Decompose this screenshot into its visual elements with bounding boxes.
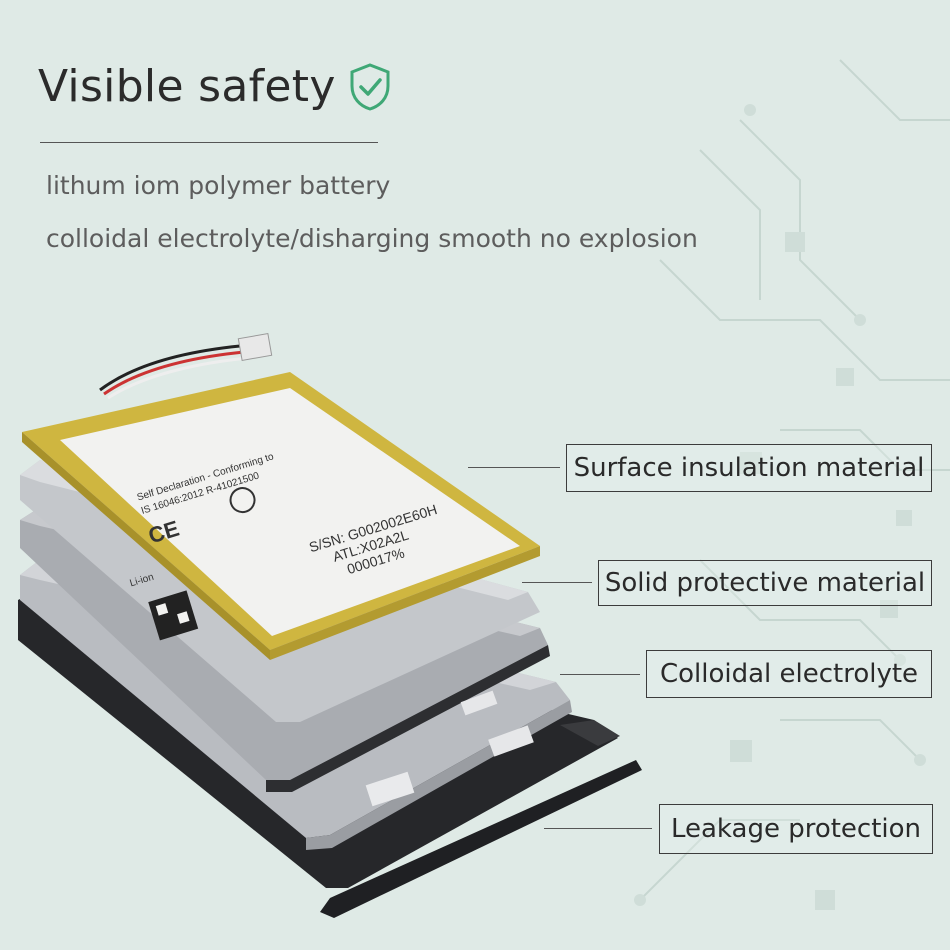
label-colloidal-electrolyte: Colloidal electrolyte	[646, 650, 932, 698]
seal-strip	[320, 760, 642, 918]
subtitle-electrolyte: colloidal electrolyte/disharging smooth …	[46, 224, 698, 253]
battery-label	[60, 388, 520, 636]
label-solid-protective: Solid protective material	[598, 560, 932, 606]
subtitle-battery-type: lithum iom polymer battery	[46, 171, 391, 200]
label-surface-insulation: Surface insulation material	[566, 444, 932, 492]
recycle-icon	[229, 487, 256, 514]
battery-connector	[237, 332, 273, 362]
leader-line-solid	[522, 582, 592, 583]
leader-line-leakage	[544, 828, 652, 829]
shield-check-icon	[350, 63, 390, 111]
qr-code-icon	[148, 590, 199, 641]
title-underline	[40, 142, 378, 143]
title-group: Visible safety	[38, 62, 392, 112]
leader-line-colloidal	[560, 674, 640, 675]
leader-line-surface	[468, 467, 560, 468]
label-leakage-protection: Leakage protection	[659, 804, 933, 854]
page-title: Visible safety	[38, 61, 336, 112]
